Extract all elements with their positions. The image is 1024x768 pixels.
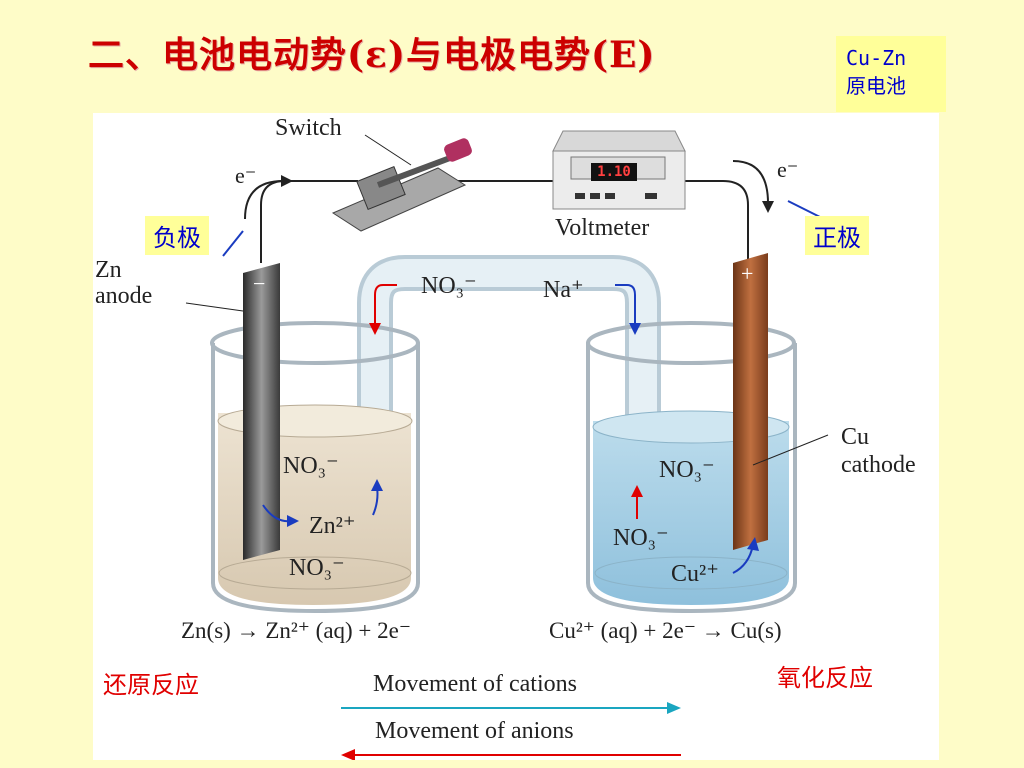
positive-electrode-label: 正极 <box>805 216 869 255</box>
movement-legend-arrows <box>341 702 681 760</box>
switch-label: Switch <box>275 115 342 141</box>
bridge-cation-label: Na⁺ <box>543 277 584 303</box>
anode-leader <box>185 302 244 312</box>
voltmeter-label: Voltmeter <box>555 215 650 241</box>
ion-arrows <box>262 284 759 574</box>
right-reaction-type: 氧化反应 <box>777 664 873 692</box>
left-ion-mid: Zn²⁺ <box>309 513 356 539</box>
cu-cathode-line-1: Cu <box>841 424 870 450</box>
cu-cathode-line-2: cathode <box>841 452 916 478</box>
left-ion-top: NO₃⁻ <box>283 453 339 479</box>
electron-label-left: e⁻ <box>235 163 257 188</box>
voltmeter-icon <box>552 130 686 210</box>
voltmeter-reading: 1.10 <box>591 163 637 181</box>
bridge-anion-label: NO₃⁻ <box>421 273 477 299</box>
right-ion-mid: NO₃⁻ <box>613 525 669 551</box>
cell-type-badge: Cu-Zn 原电池 <box>836 36 946 112</box>
galvanic-cell-diagram: Switch 1.10 Voltmeter e⁻ e⁻ 负极 正极 − + Zn… <box>93 113 939 760</box>
negative-electrode-label: 负极 <box>145 216 209 255</box>
legend-cations-label: Movement of cations <box>373 671 577 697</box>
right-ion-bottom: Cu²⁺ <box>671 561 719 587</box>
cu-cathode-label: Cu cathode <box>841 423 916 479</box>
zinc-electrode <box>243 263 280 560</box>
switch-icon <box>331 134 472 232</box>
copper-electrode <box>733 253 768 550</box>
zn-anode-line-2: anode <box>95 283 153 309</box>
cathode-plus-sign: + <box>741 261 754 286</box>
cathode-half-reaction: Cu²⁺ (aq) + 2e⁻ → Cu(s) <box>549 618 782 643</box>
electron-flow-arrows <box>244 160 774 220</box>
diagram-drawing <box>185 130 829 760</box>
anode-minus-sign: − <box>253 271 266 296</box>
page-title: 二、电池电动势(ε)与电极电势(E) <box>88 34 656 76</box>
right-ion-top: NO₃⁻ <box>659 457 715 483</box>
electron-label-right: e⁻ <box>777 157 799 182</box>
neg-pointer <box>222 230 244 257</box>
zn-anode-line-1: Zn <box>95 257 122 283</box>
left-ion-bottom: NO₃⁻ <box>289 555 345 581</box>
cathode-leader <box>752 434 829 466</box>
left-reaction-type: 还原反应 <box>103 671 199 699</box>
zn-anode-label: Zn anode <box>95 257 152 309</box>
legend-anions-label: Movement of anions <box>375 718 574 744</box>
anode-half-reaction: Zn(s) → Zn²⁺ (aq) + 2e⁻ <box>181 618 411 643</box>
badge-line-1: Cu-Zn <box>846 46 907 70</box>
badge-line-2: 原电池 <box>846 74 906 98</box>
